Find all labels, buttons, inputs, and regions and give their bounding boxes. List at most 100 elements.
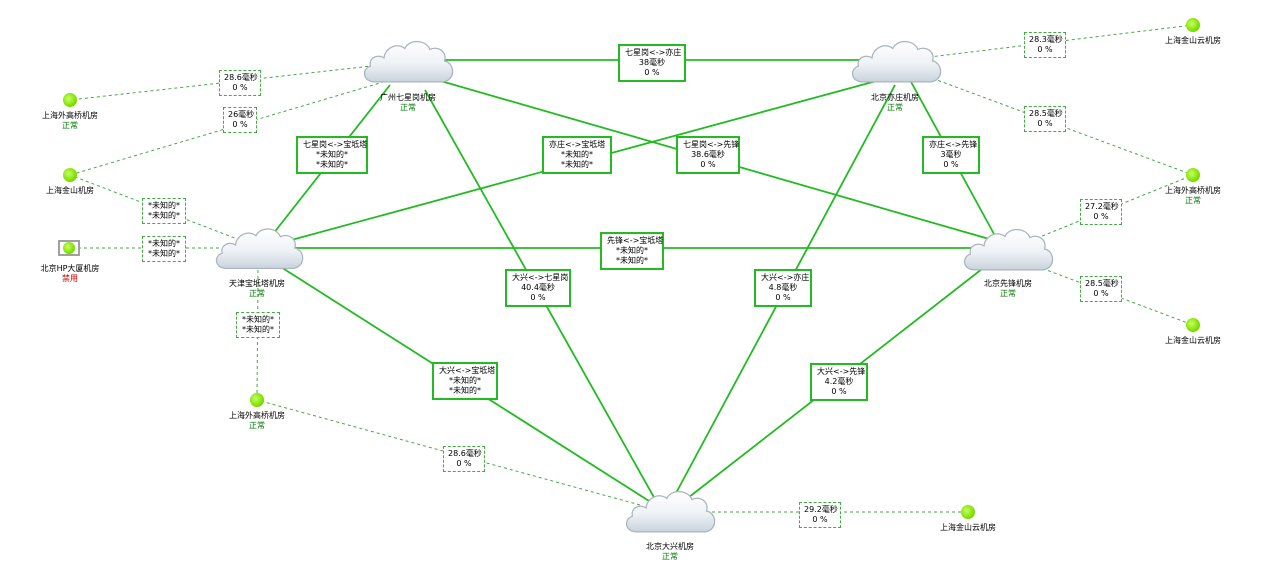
dlink-label-line: 0 %: [1093, 212, 1109, 221]
link-label-line: 0 %: [700, 160, 716, 169]
link-label-line: 七星岗<->亦庄: [625, 48, 682, 57]
dlink-label-line: 0 %: [1093, 289, 1109, 298]
node-status-left-sh-waigaoqiao: 正常: [62, 121, 78, 130]
link-label-line: 0 %: [530, 293, 546, 302]
link-label-line: *未知的*: [561, 160, 593, 169]
node-dot-tj-sh-waigaoqiao[interactable]: [250, 393, 264, 407]
node-status-r-sh-waigaoqiao: 正常: [1185, 196, 1201, 205]
node-dot-r-sh-waigaoqiao[interactable]: [1186, 168, 1200, 182]
link-label-line: 亦庄<->宝坻塔: [549, 140, 606, 149]
node-name-left-bj-hp: 北京HP大厦机房: [40, 264, 100, 273]
dlink-label-line: 28.5毫秒: [1029, 109, 1063, 118]
link-label-dy-xf[interactable]: 大兴<->先锋 4.2毫秒 0 %: [810, 363, 868, 401]
cloud-name-tianjin: 天津宝坻塔机房: [229, 279, 285, 288]
link-label-line: *未知的*: [449, 376, 481, 385]
link-label-line: 亦庄<->先锋: [929, 140, 978, 149]
link-label-gz-tj[interactable]: 七星岗<->宝坻塔 *未知的* *未知的*: [296, 136, 368, 174]
dlink-label-dy-a[interactable]: 28.6毫秒 0 %: [443, 446, 485, 472]
node-dot-left-sh-waigaoqiao[interactable]: [63, 93, 77, 107]
dlink-label-line: *未知的*: [242, 325, 274, 334]
node-dot-left-sh-jinshan[interactable]: [63, 168, 77, 182]
link-label-line: 七星岗<->先锋: [683, 140, 740, 149]
dlink-label-tj-c[interactable]: *未知的* *未知的*: [236, 312, 280, 338]
cloud-name-beijing-xianfeng: 北京先锋机房: [984, 279, 1032, 288]
dlink-label-line: *未知的*: [242, 315, 274, 324]
link-label-line: 4.2毫秒: [824, 377, 854, 386]
dlink-label-gz-b[interactable]: 26毫秒 0 %: [223, 107, 257, 133]
dlink-label-yz-b[interactable]: 28.5毫秒 0 %: [1024, 106, 1066, 132]
link-label-line: *未知的*: [316, 160, 348, 169]
link-label-line: 0 %: [943, 160, 959, 169]
dlink-label-line: 0 %: [232, 83, 248, 92]
link-label-line: 0 %: [775, 293, 791, 302]
node-status-left-bj-hp: 禁用: [62, 274, 78, 283]
cloud-tianjin: [215, 228, 304, 270]
node-name-r-sh-waigaoqiao: 上海外高桥机房: [1165, 186, 1221, 195]
link-label-tj-xf[interactable]: 先锋<->宝坻塔 *未知的* *未知的*: [600, 232, 664, 270]
dlink-label-line: *未知的*: [148, 249, 180, 258]
node-dot-tr-sh-jinshan[interactable]: [1186, 18, 1200, 32]
cloud-status-tianjin: 正常: [249, 289, 265, 298]
dlink-label-dy-b[interactable]: 29.2毫秒 0 %: [799, 502, 841, 528]
link-label-line: 3毫秒: [940, 150, 962, 159]
link-label-yz-xf[interactable]: 亦庄<->先锋 3毫秒 0 %: [922, 136, 980, 174]
link-label-line: *未知的*: [561, 150, 593, 159]
link-label-yz-tj[interactable]: 亦庄<->宝坻塔 *未知的* *未知的*: [542, 136, 612, 174]
link-label-line: 先锋<->宝坻塔: [607, 236, 664, 245]
dlink-label-line: 28.5毫秒: [1085, 279, 1119, 288]
link-label-line: 0 %: [644, 68, 660, 77]
node-name-left-sh-waigaoqiao: 上海外高桥机房: [42, 111, 98, 120]
dlink-label-line: 28.6毫秒: [224, 73, 258, 82]
cloud-beijing-dayun: [625, 490, 716, 533]
dlink-label-tj-a[interactable]: *未知的* *未知的*: [142, 198, 186, 224]
cloud-status-guangzhou: 正常: [400, 103, 416, 112]
cloud-name-beijing-dayun: 北京大兴机房: [646, 542, 694, 551]
dlink-label-line: 27.2毫秒: [1085, 202, 1119, 211]
link-label-line: 0 %: [831, 387, 847, 396]
dlink-label-line: *未知的*: [148, 239, 180, 248]
node-name-tr-sh-jinshan: 上海金山云机房: [1165, 36, 1221, 45]
solid-links: [261, 59, 1011, 509]
dlink-label-tj-b[interactable]: *未知的* *未知的*: [142, 236, 186, 262]
node-name-left-sh-jinshan: 上海金山机房: [46, 186, 94, 195]
dlink-label-line: 0 %: [1037, 45, 1053, 54]
dlink-tj-tj-sh-waigaoqiao: [256, 269, 259, 401]
link-label-dy-tj[interactable]: 大兴<->宝坻塔 *未知的* *未知的*: [432, 362, 498, 400]
cloud-guangzhou: [363, 40, 454, 83]
cloud-name-guangzhou: 广州七星岗机房: [380, 93, 436, 102]
node-box-left-bj-hp[interactable]: [58, 240, 80, 256]
node-name-b-sh-jinshan: 上海金山云机房: [940, 523, 996, 532]
cloud-status-beijing-xianfeng: 正常: [1000, 289, 1016, 298]
link-label-line: 4.8毫秒: [768, 283, 798, 292]
dlink-label-line: 28.6毫秒: [448, 449, 482, 458]
dlink-label-xf-a[interactable]: 27.2毫秒 0 %: [1080, 199, 1122, 225]
dlink-label-line: 0 %: [1037, 119, 1053, 128]
link-label-line: *未知的*: [449, 386, 481, 395]
cloud-status-beijing-dayun: 正常: [662, 552, 678, 561]
link-label-line: 大兴<->宝坻塔: [439, 366, 496, 375]
node-dot-b-sh-jinshan[interactable]: [961, 505, 975, 519]
dlink-xf-r-sh-waigaoqiao: [1019, 174, 1194, 246]
link-label-gz-yz[interactable]: 七星岗<->亦庄 38毫秒 0 %: [618, 44, 686, 82]
link-label-line: 大兴<->亦庄: [761, 273, 810, 282]
link-label-dy-yz[interactable]: 大兴<->亦庄 4.8毫秒 0 %: [754, 269, 812, 307]
link-label-line: 38毫秒: [638, 58, 666, 67]
node-name-tj-sh-waigaoqiao: 上海外高桥机房: [229, 411, 285, 420]
dlink-label-yz-a[interactable]: 28.3毫秒 0 %: [1024, 32, 1066, 58]
node-dot-r-sh-jinshan[interactable]: [1186, 318, 1200, 332]
dlink-label-line: 0 %: [812, 515, 828, 524]
dlink-label-line: 26毫秒: [228, 110, 255, 119]
link-label-gz-xf[interactable]: 七星岗<->先锋 38.6毫秒 0 %: [676, 136, 740, 174]
dlink-label-xf-b[interactable]: 28.5毫秒 0 %: [1080, 276, 1122, 302]
link-label-line: 38.6毫秒: [691, 150, 725, 159]
dlink-label-line: 29.2毫秒: [804, 505, 838, 514]
link-label-line: *未知的*: [616, 256, 648, 265]
node-status-tj-sh-waigaoqiao: 正常: [249, 421, 265, 430]
link-label-line: 大兴<->先锋: [817, 367, 866, 376]
cloud-beijing-yizhuang: [851, 40, 942, 83]
node-name-r-sh-jinshan: 上海金山云机房: [1165, 336, 1221, 345]
dlink-label-line: 28.3毫秒: [1029, 35, 1063, 44]
dlink-label-gz-a[interactable]: 28.6毫秒 0 %: [219, 70, 261, 96]
dlink-gz-left-sh-jinshan: [69, 79, 391, 176]
link-label-dy-gz[interactable]: 大兴<->七星岗 40.4毫秒 0 %: [505, 269, 571, 307]
